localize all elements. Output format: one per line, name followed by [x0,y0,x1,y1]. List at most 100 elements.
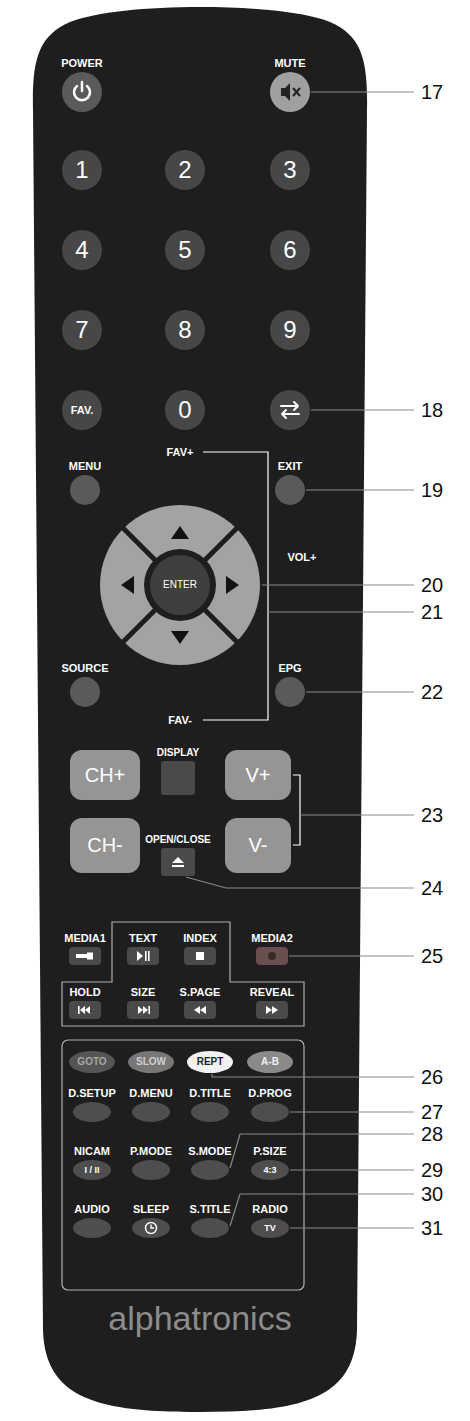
dvd-button: GOTO [69,1051,115,1073]
button-label: TEXT [129,933,157,944]
button-shape [191,1102,229,1122]
button-label: MENU [69,461,101,472]
media-button: TEXT [127,947,159,965]
button-text: I / II [84,1166,99,1175]
digit-button: 0 [165,390,205,430]
button-outline [69,1051,115,1073]
button-icon [194,1006,206,1014]
dvd-button: REPT [187,1051,233,1073]
enter-button: ENTER [150,555,210,615]
button-shape [184,1001,216,1019]
callout-number: 18 [421,400,443,420]
button-outline [69,1001,101,1019]
function-button: S.TITLE [191,1218,229,1238]
button-shape [127,1001,159,1019]
button-text: 4 [75,238,88,262]
button-outline [187,1051,233,1073]
button-shape [62,72,102,112]
button-shape [251,1102,289,1122]
button-outline [251,1218,289,1238]
volume-bracket [293,775,300,845]
button-shape [161,761,195,795]
button-text: V+ [245,765,270,785]
button-outline [191,1102,229,1122]
remote-button: EXIT [275,475,305,505]
dvd-button: SLOW [128,1051,174,1073]
button-outline [73,1218,111,1238]
button-outline [127,1001,159,1019]
button-label: AUDIO [74,1204,109,1215]
callout-number: 20 [421,575,443,595]
button-outline [270,230,310,270]
button-outline [275,677,305,707]
button-text: A-B [261,1057,279,1067]
button-label: SIZE [131,987,155,998]
callout-number: 25 [421,946,443,966]
remote-button: DISPLAY [161,761,195,795]
button-outline [275,475,305,505]
button-label: SLEEP [133,1204,169,1215]
button-outline [256,947,288,965]
button-outline [128,1051,174,1073]
button-shape [184,947,216,965]
button-outline [270,72,310,112]
button-shape [73,1218,111,1238]
brand-name: alphatronics [108,1300,291,1337]
dvd-button: D.SETUP [73,1102,111,1122]
callout-number: 29 [421,1160,443,1180]
remote-button: MENU [70,475,100,505]
button-label: D.MENU [129,1088,172,1099]
button-label: D.SETUP [68,1088,116,1099]
function-button: SLEEP [132,1218,170,1238]
recall-icon [281,402,299,418]
button-icon [137,951,150,961]
button-shape [132,1160,170,1180]
button-shape [73,1102,111,1122]
button-label: S.MODE [188,1146,231,1157]
digit-button: 2 [165,150,205,190]
button-label: D.TITLE [189,1088,231,1099]
button-outline [62,310,102,350]
button-outline [70,818,140,873]
digit-button: 4 [62,230,102,270]
button-text: 6 [283,238,296,262]
button-text: GOTO [77,1057,106,1067]
button-icon [281,83,300,101]
button-icon [268,952,276,960]
button-text: 7 [75,318,88,342]
function-label: VOL+ [287,552,316,563]
button-outline [225,750,291,800]
button-shape [70,475,100,505]
callout-number: 26 [421,1067,443,1087]
leader-lines [186,92,414,1228]
button-outline [270,150,310,190]
button-outline [165,150,205,190]
button-outline [165,390,205,430]
media-button: MEDIA1 [69,947,101,965]
button-text: V- [249,835,268,855]
button-outline [161,848,195,876]
callout-number: 22 [421,682,443,702]
button-outline [184,947,216,965]
remote-button: SOURCE [70,677,100,707]
button-shape [270,72,310,112]
callout-number: 23 [421,805,443,825]
button-shape [256,1001,288,1019]
button-text: 3 [283,158,296,182]
button-outline [165,230,205,270]
power-button: POWER [62,72,102,112]
digit-button: 5 [165,230,205,270]
callout-number: 24 [421,878,443,898]
digit-button: 6 [270,230,310,270]
button-outline [132,1218,170,1238]
digit-button: 8 [165,310,205,350]
button-shape [275,475,305,505]
button-text: 2 [178,158,191,182]
button-label: MUTE [274,58,305,69]
button-outline [69,947,101,965]
button-shape [127,947,159,965]
media-button: INDEX [184,947,216,965]
button-shape [191,1160,229,1180]
button-text: SLOW [136,1057,166,1067]
button-outline [127,947,159,965]
